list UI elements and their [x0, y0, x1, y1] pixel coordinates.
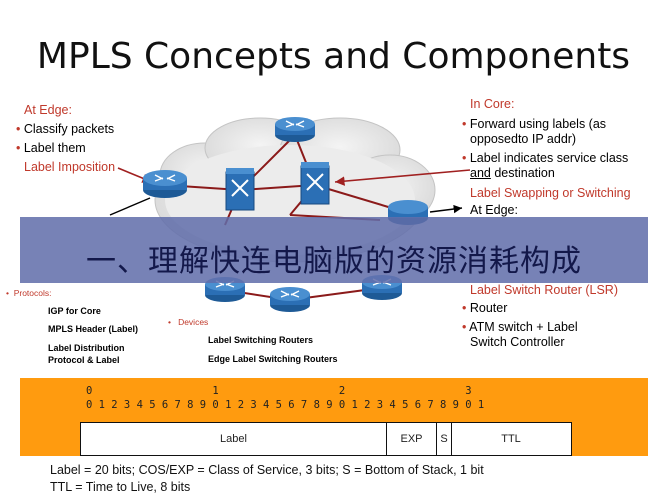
lsr-bullet-atm: ATM switch + Label: [462, 320, 578, 334]
caption: Label = 20 bits; COS/EXP = Class of Serv…: [50, 462, 484, 496]
bit-decade-row: 0 1 2 3: [86, 385, 472, 397]
lsr-heading: Label Switch Router (LSR): [470, 283, 618, 297]
core-router-icon: [275, 117, 315, 142]
core-bullet-forward: Forward using labels (as: [462, 117, 606, 131]
field-s: S: [437, 423, 452, 455]
page-title: MPLS Concepts and Components: [36, 36, 631, 77]
protocol-item: Label Distribution: [48, 343, 125, 353]
edge-router-icon: [143, 170, 187, 198]
edge-pointer-arrow-left: [109, 197, 151, 216]
bit-index-row: 0 1 2 3 4 5 6 7 8 9 0 1 2 3 4 5 6 7 8 9 …: [86, 399, 485, 411]
banner-text: 一、理解快连电脑版的资源消耗构成: [86, 244, 582, 279]
protocol-item: Protocol & Label: [48, 355, 120, 365]
device-item: Label Switching Routers: [208, 335, 314, 345]
caption-line1: Label = 20 bits; COS/EXP = Class of Serv…: [50, 463, 484, 477]
edge-heading: At Edge:: [24, 103, 72, 117]
router-icon: [270, 287, 310, 312]
label-imposition-text: Label Imposition: [24, 160, 116, 174]
core-bullet-destination: and destination: [470, 166, 555, 180]
label-switch-router-icon: [300, 162, 330, 205]
label-swapping-arrow: [334, 169, 471, 186]
edge-pointer-arrow: [429, 204, 463, 214]
lsr-bullet-atm-cont: Switch Controller: [470, 335, 565, 349]
right-edge-heading: At Edge:: [470, 203, 518, 217]
core-bullet-service-class: Label indicates service class: [462, 151, 628, 165]
protocols-heading: • Protocols:: [6, 288, 52, 298]
protocol-item: IGP for Core: [48, 306, 101, 316]
edge-bullet-label: Label them: [16, 141, 86, 155]
field-ttl: TTL: [501, 433, 521, 445]
core-bullet-forward-cont: opposedto IP addr): [470, 132, 577, 146]
field-label: Label: [81, 423, 387, 455]
devices-heading: • Devices: [168, 317, 209, 327]
core-heading: In Core:: [470, 97, 515, 111]
device-item: Edge Label Switching Routers: [208, 354, 338, 364]
protocol-item: MPLS Header (Label): [48, 324, 139, 334]
lsr-bullet-router: Router: [462, 301, 508, 315]
edge-bullet-classify: Classify packets: [16, 122, 114, 136]
caption-line2: TTL = Time to Live, 8 bits: [50, 480, 191, 494]
field-exp: EXP: [387, 423, 437, 455]
label-switch-router-icon: [225, 168, 255, 211]
overlay-banner: [20, 217, 648, 283]
label-swapping-text: Label Swapping or Switching: [470, 186, 631, 200]
header-fields-box: Label EXP S TTL: [80, 422, 572, 456]
